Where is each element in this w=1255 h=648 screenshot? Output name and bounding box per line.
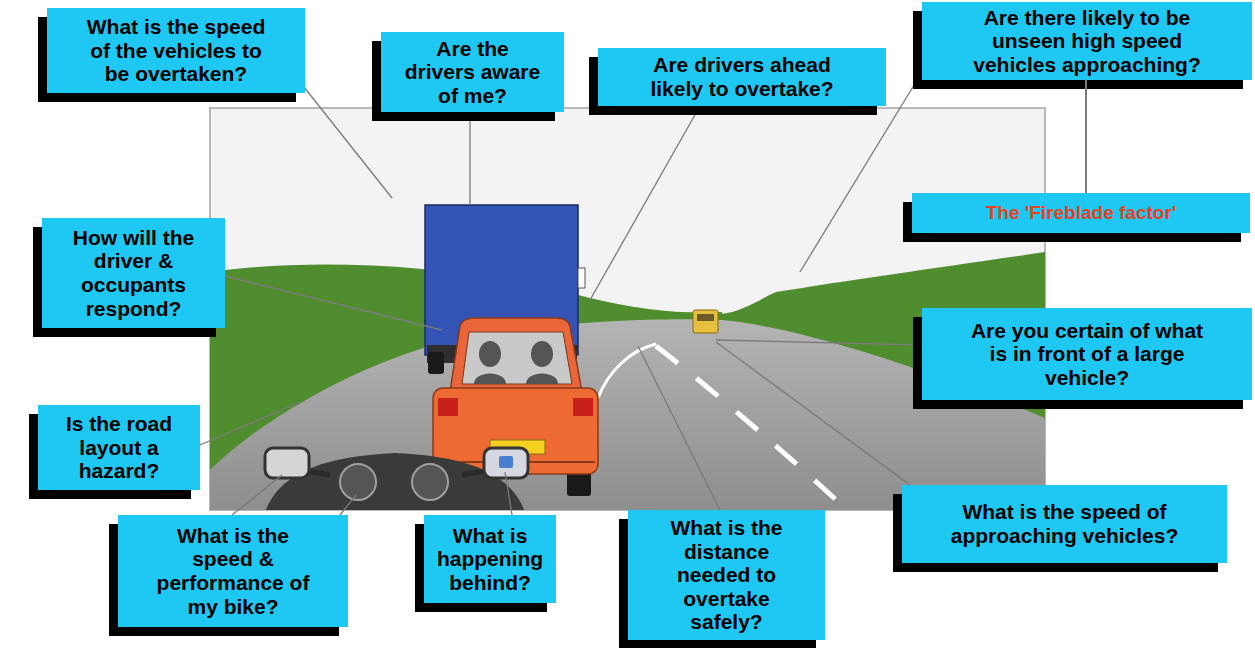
callout-text: How will the driver & occupants respond? xyxy=(66,226,201,320)
tail-light xyxy=(573,398,593,416)
leader-line xyxy=(340,495,356,515)
van-windscreen xyxy=(697,314,714,321)
callout-text: Are you certain of what is in front of a… xyxy=(963,319,1211,390)
rev-counter xyxy=(412,464,448,500)
callout-box: Are you certain of what is in front of a… xyxy=(922,308,1252,400)
callout-box: The 'Fireblade factor' xyxy=(912,193,1250,233)
callout-text: Are there likely to be unseen high speed… xyxy=(965,6,1210,77)
lorry-wheel xyxy=(428,352,444,374)
leader-line xyxy=(300,82,392,198)
callout-box: Is the road layout a hazard? xyxy=(38,405,200,490)
callout-text: What is happening behind? xyxy=(433,524,547,595)
oncoming-van xyxy=(693,310,718,333)
connector-line xyxy=(1085,80,1087,193)
callout-box: What is happening behind? xyxy=(424,515,556,603)
callout-box: Are the drivers aware of me? xyxy=(381,32,564,112)
leader-line xyxy=(225,276,442,330)
lorry-mirror xyxy=(578,268,585,288)
leader-line xyxy=(638,346,720,510)
right-mirror xyxy=(484,448,528,478)
callout-text: What is the distance needed to overtake … xyxy=(664,516,790,634)
passenger-body xyxy=(474,374,506,385)
callout-box: What is the speed of approaching vehicle… xyxy=(902,485,1227,563)
speedometer xyxy=(340,464,376,500)
callout-box: Are drivers ahead likely to overtake? xyxy=(598,48,886,106)
leader-line xyxy=(232,475,282,515)
leader-line xyxy=(469,112,470,205)
callout-box: Are there likely to be unseen high speed… xyxy=(922,2,1252,80)
callout-box: How will the driver & occupants respond? xyxy=(42,218,225,328)
passenger-head xyxy=(479,341,501,367)
callout-text: What is the speed of the vehicles to be … xyxy=(79,15,274,86)
driver-body xyxy=(526,374,558,385)
callout-text: Is the road layout a hazard? xyxy=(58,412,180,483)
leader-line xyxy=(716,340,922,345)
leader-line xyxy=(505,472,512,515)
leader-line xyxy=(716,342,910,485)
leader-line xyxy=(590,106,700,300)
callout-box: What is the distance needed to overtake … xyxy=(628,510,825,640)
driver-head xyxy=(531,341,553,367)
callout-box: What is the speed & performance of my bi… xyxy=(118,515,348,627)
centre-dashes xyxy=(656,346,845,508)
leader-line xyxy=(200,402,300,445)
callout-text: What is the speed of approaching vehicle… xyxy=(944,500,1186,547)
car-cabin xyxy=(450,318,582,392)
callout-text: Are drivers ahead likely to overtake? xyxy=(640,53,845,100)
callout-box: What is the speed of the vehicles to be … xyxy=(47,8,305,93)
road-edge-line xyxy=(598,344,656,398)
scene-frame xyxy=(210,108,1045,510)
mirror-reflection xyxy=(499,456,513,468)
tail-light xyxy=(438,398,458,416)
callout-text: What is the speed & performance of my bi… xyxy=(150,524,316,618)
car-rear-window xyxy=(462,332,572,384)
callout-text: The 'Fireblade factor' xyxy=(986,202,1177,223)
callout-text: Are the drivers aware of me? xyxy=(401,37,544,108)
left-mirror xyxy=(265,448,309,478)
